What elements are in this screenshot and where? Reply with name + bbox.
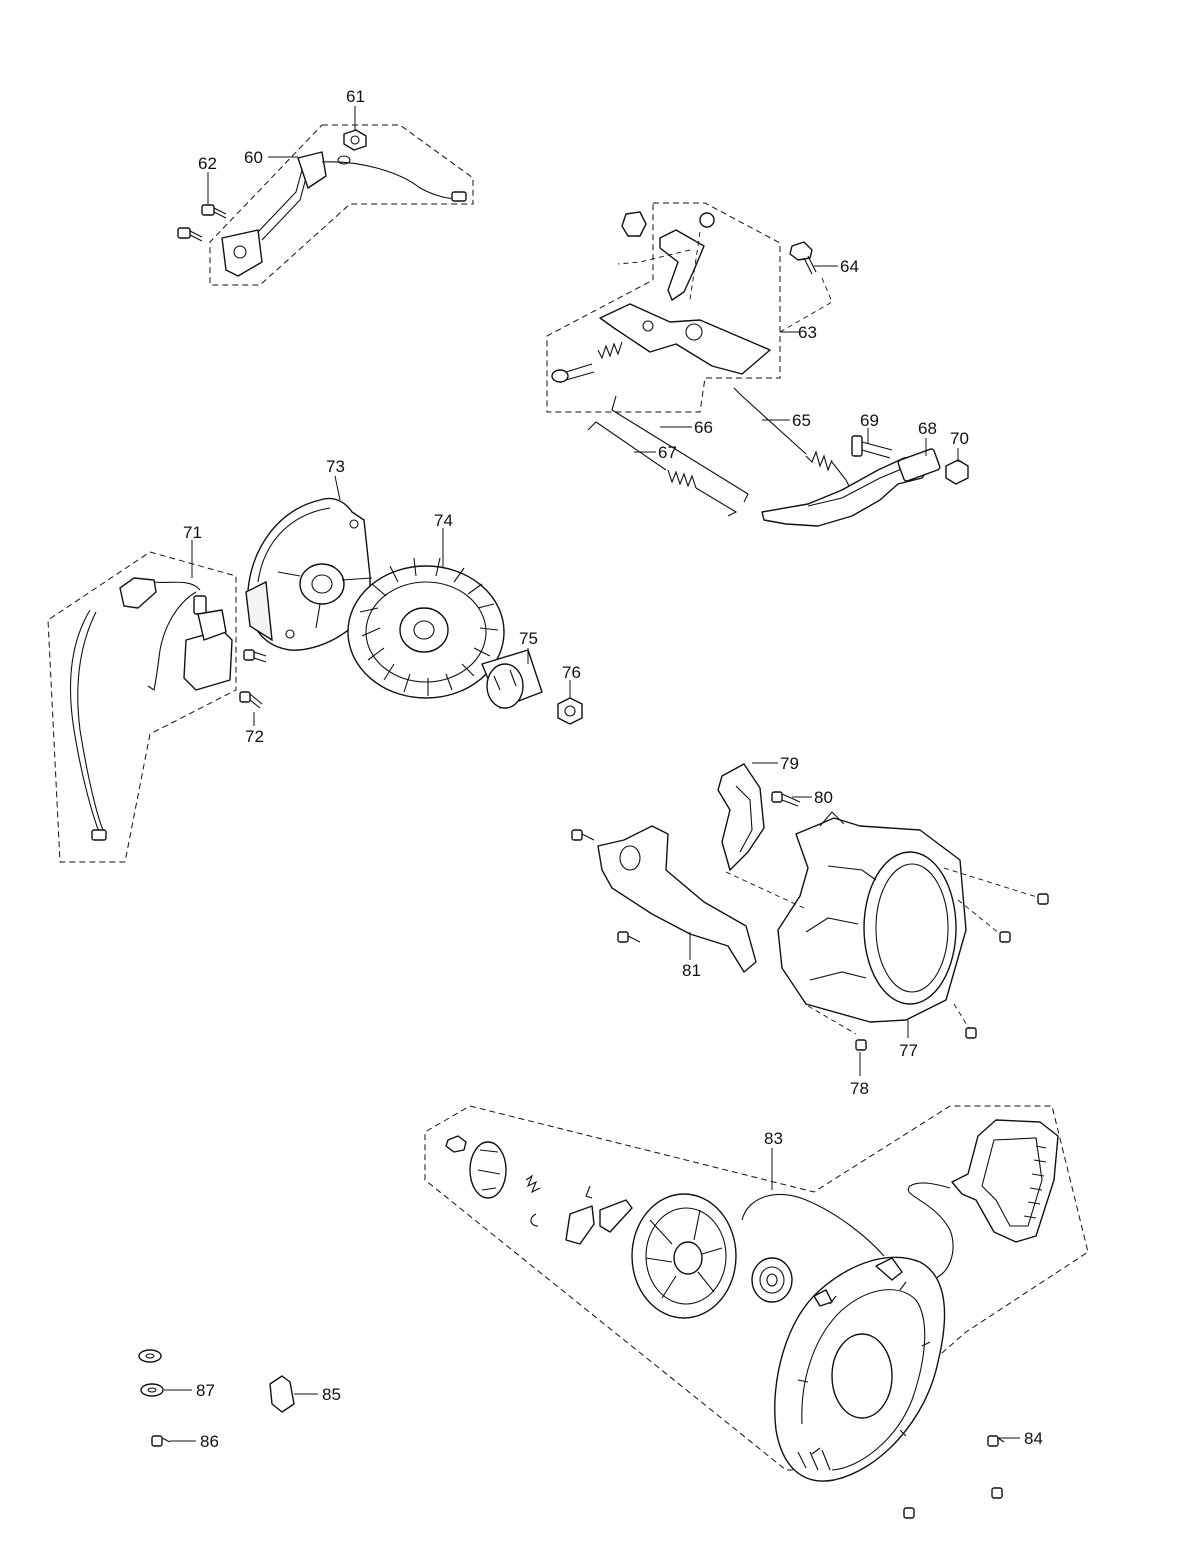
shroud-plate [717, 762, 812, 871]
callout-70: 70 [950, 429, 969, 448]
callout-78: 78 [850, 1079, 869, 1098]
rods-and-springs [587, 387, 853, 517]
callout-labels: 60 61 62 63 64 65 66 67 68 69 70 71 72 7… [183, 87, 1043, 1451]
callout-62: 62 [198, 154, 217, 173]
part-group-63 [546, 202, 838, 413]
callout-61: 61 [346, 87, 365, 106]
flywheel-nut [557, 680, 583, 725]
callout-75: 75 [519, 629, 538, 648]
part-group-83 [424, 1105, 1089, 1519]
callout-87: 87 [196, 1381, 215, 1400]
callout-66: 66 [694, 418, 713, 437]
fan-housing [725, 811, 1049, 1076]
callout-86: 86 [200, 1432, 219, 1451]
part-group-71 [47, 540, 267, 863]
cooling-fan [347, 528, 505, 699]
callout-79: 79 [780, 754, 799, 773]
flywheel [245, 475, 373, 651]
callout-84: 84 [1024, 1429, 1043, 1448]
callout-73: 73 [326, 457, 345, 476]
callout-65: 65 [792, 411, 811, 430]
callout-76: 76 [562, 663, 581, 682]
lower-baffle [571, 825, 757, 973]
loose-parts [138, 1349, 318, 1447]
callout-74: 74 [434, 511, 453, 530]
part-group-60 [177, 106, 474, 286]
callout-71: 71 [183, 523, 202, 542]
governor-lever [761, 428, 969, 527]
callout-64: 64 [840, 257, 859, 276]
callout-68: 68 [918, 419, 937, 438]
callout-69: 69 [860, 411, 879, 430]
callout-77: 77 [899, 1041, 918, 1060]
callout-85: 85 [322, 1385, 341, 1404]
callout-83: 83 [764, 1129, 783, 1148]
callout-60: 60 [244, 148, 263, 167]
callout-72: 72 [245, 727, 264, 746]
callout-81: 81 [682, 961, 701, 980]
callout-63: 63 [798, 323, 817, 342]
callout-80: 80 [814, 788, 833, 807]
callout-67: 67 [658, 443, 677, 462]
starter-cup [481, 648, 543, 709]
